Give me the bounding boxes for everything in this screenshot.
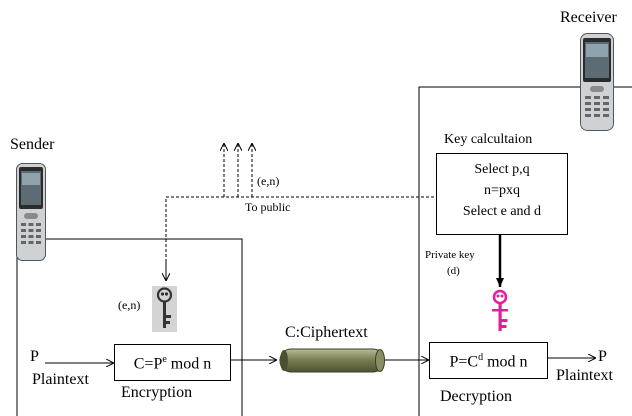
encryption-formula-base: C=P — [133, 355, 163, 373]
sender-region — [16, 238, 243, 416]
private-key-icon — [492, 289, 508, 331]
plaintext-output-label: Plaintext — [556, 367, 613, 384]
receiver-region — [418, 86, 632, 416]
private-key-label: Private key — [425, 249, 475, 261]
encryption-formula-tail: mod n — [166, 355, 212, 373]
decryption-formula: P=Cd mod n — [430, 353, 547, 370]
key-calc-line-1: Select p,q — [474, 162, 530, 177]
plaintext-input-p: P — [30, 348, 39, 365]
key-calc-line-2: n=pxq — [484, 183, 520, 198]
ciphertext-channel — [279, 348, 385, 373]
public-key-label: (e,n) — [257, 174, 280, 188]
decryption-formula-base: P=C — [449, 353, 479, 371]
to-public-label: To public — [245, 200, 291, 214]
receiver-phone-icon — [580, 33, 614, 131]
public-key-icon — [152, 286, 177, 332]
key-calc-title: Key calcultaion — [444, 132, 533, 147]
plaintext-output-p: P — [598, 348, 607, 365]
plaintext-input-label: Plaintext — [32, 371, 89, 388]
encryption-box: C=Pe mod n — [114, 344, 231, 381]
key-calc-box: Select p,q n=pxq Select e and d — [436, 153, 568, 235]
encryption-label: Encryption — [121, 384, 193, 401]
decryption-formula-tail: mod n — [483, 353, 528, 371]
public-key-line — [165, 196, 436, 277]
key-calc-line-3: Select e and d — [462, 204, 542, 219]
encryption-formula: C=Pe mod n — [115, 355, 230, 372]
encryption-formula-exp: e — [162, 354, 167, 365]
ciphertext-label: C:Ciphertext — [285, 324, 368, 341]
decryption-label: Decryption — [440, 388, 512, 405]
sender-label: Sender — [10, 136, 55, 153]
decryption-formula-exp: d — [478, 352, 484, 363]
sender-key-label: (e,n) — [118, 298, 141, 312]
receiver-label: Receiver — [560, 9, 617, 26]
sender-phone-icon — [16, 163, 46, 261]
decryption-box: P=Cd mod n — [429, 342, 548, 379]
private-key-sub: (d) — [447, 265, 460, 277]
